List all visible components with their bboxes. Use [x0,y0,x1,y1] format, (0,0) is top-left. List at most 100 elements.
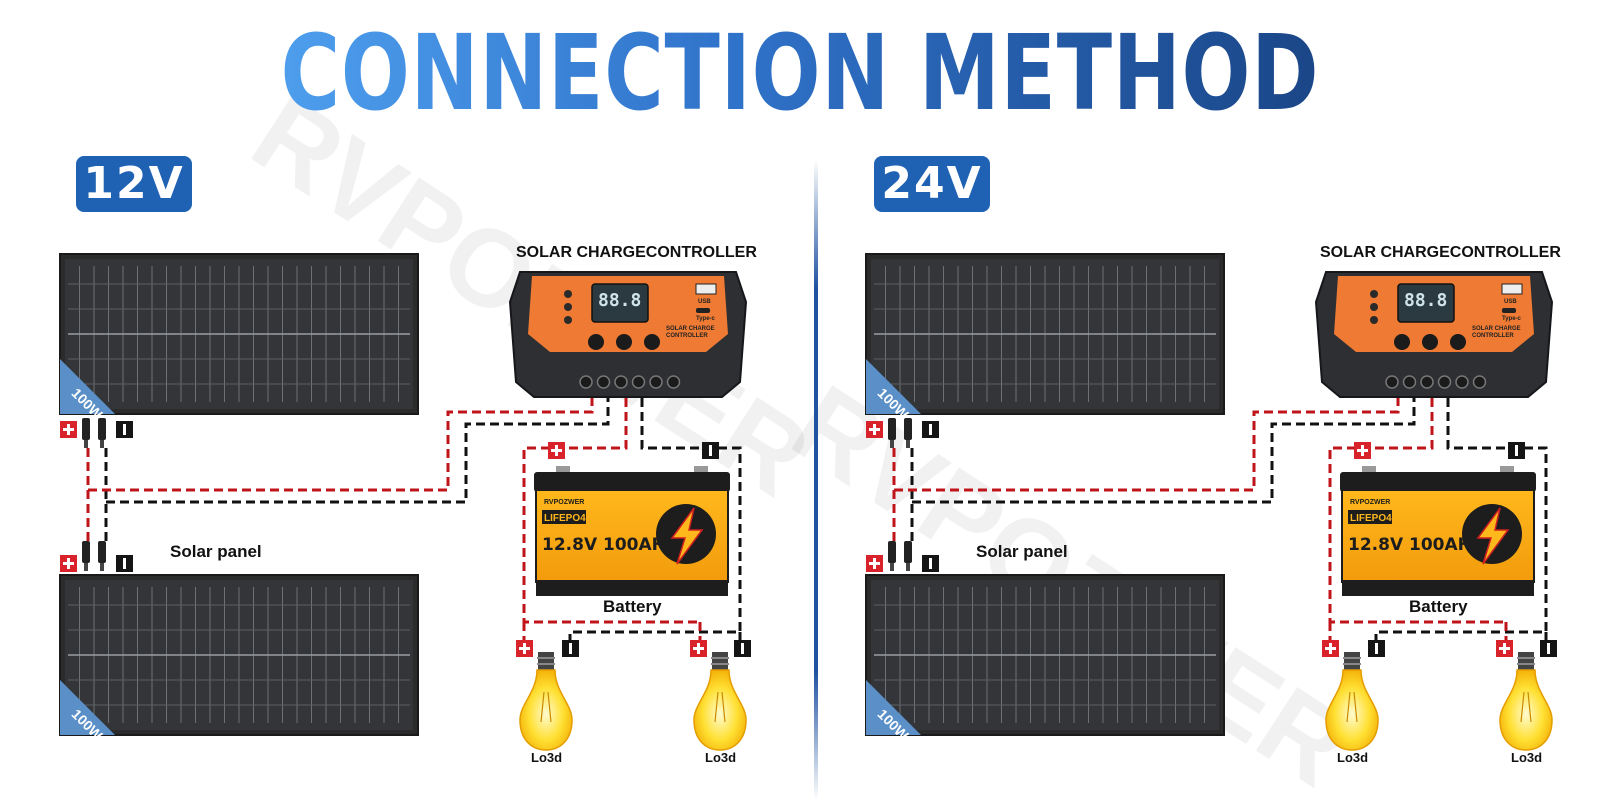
mc4-plug [82,541,90,563]
mc4-plug [82,418,90,440]
status-led [1370,316,1378,324]
lightbulb-icon [693,652,747,751]
load2-minus [1540,640,1557,657]
controller-terminal [1402,375,1417,389]
battery-minus [1508,442,1525,459]
controller-label-left: SOLAR CHARGECONTROLLER [516,244,757,261]
bulb-filament [1520,691,1532,723]
wire-panel-pos-to-ctrl [88,398,594,492]
load1-plus [1322,640,1339,657]
minus-bar [1547,643,1550,654]
battery-spec: 12.8V 100AH [542,535,666,555]
bulb-thread [1343,663,1361,665]
controller-terminal [666,375,681,389]
load1-minus [1368,640,1385,657]
status-led [564,316,572,324]
minus-bar [123,424,126,435]
plus-v [523,643,526,654]
battery-base [1342,580,1534,596]
bulb-thread [711,657,729,659]
battery-post-neg [1500,466,1514,474]
battery-post-pos [1362,466,1376,474]
panel-bottom-minus [922,555,939,572]
bulb-thread [711,663,729,665]
minus-bar [741,643,744,654]
panel-top-minus [922,421,939,438]
wire-ctrl-batt-pos [522,398,700,624]
load-label-right-2: Lo3d [1511,750,1543,765]
bulb-base [1344,652,1360,670]
controller-button [1450,334,1466,350]
mc4-plug [904,418,912,440]
controller-terminal [1420,375,1434,389]
mc4-plug [98,541,106,563]
plus-v [873,558,876,569]
plus-v [67,558,70,569]
panel-corner-tag [866,680,921,735]
status-led [1370,290,1378,298]
controller-lcd [591,283,649,323]
typec-label: Type-c [696,316,716,322]
wire-ctrl-batt-neg [568,398,742,646]
battery-label-left: Battery [603,597,662,616]
battery-minus [702,442,719,459]
status-led [564,290,572,298]
panel-bottom-plus [866,555,883,572]
bulb-glass [1499,669,1553,751]
controller-terminal [1455,375,1469,389]
battery-post-pos [556,466,570,474]
controller-terminal [1385,375,1399,389]
typec-port [696,308,710,313]
solar-panel-bottom: 100W [59,574,419,744]
solar-panel-top: 100W [865,253,1225,423]
bulb-thread [537,663,555,665]
mc4-tip [906,440,910,448]
minus-bar [929,424,932,435]
usb-port [695,283,717,295]
panel-connectors-bottom [888,541,912,571]
bulb-base [712,652,728,670]
minus-bar [709,445,712,456]
mc4-tip [890,563,894,571]
battery-plus [1354,442,1371,459]
mc4-plug [98,418,106,440]
bulb-glass [519,669,573,751]
wire-ctrl-batt-neg [1374,398,1548,646]
load-label-right-1: Lo3d [1337,750,1369,765]
load2-plus [1496,640,1513,657]
mc4-plug [888,418,896,440]
controller-name-line1: SOLAR CHARGE [1472,326,1521,332]
status-led [564,303,572,311]
controller-name-line1: SOLAR CHARGE [666,326,715,332]
controller-name-line2: CONTROLLER [666,333,708,339]
bulb-glass [693,669,747,751]
battery-bolt-icon [670,507,704,565]
bulb-base [1518,652,1534,670]
panel-corner-tag [866,359,921,414]
plus-v [555,445,558,456]
bulb-filament [714,691,726,723]
panel-bottom-minus [116,555,133,572]
minus-bar [929,558,932,569]
battery-chem: LIFEPO4 [544,513,586,524]
minus-bar [1375,643,1378,654]
panel-corner-tag [60,359,115,414]
panel-top-plus [866,421,883,438]
plus-v [67,424,70,435]
bulb-glass [1325,669,1379,751]
panel-corner-tag [60,680,115,735]
battery-case [535,489,729,583]
status-led [1370,303,1378,311]
battery-brand: RVPOZWER [544,499,584,506]
typec-port [1502,308,1516,313]
usb-label: USB [1504,299,1517,305]
bulb-thread [1517,657,1535,659]
battery-label-right: Battery [1409,597,1468,616]
voltage-badge-12v: 12V [76,156,192,212]
